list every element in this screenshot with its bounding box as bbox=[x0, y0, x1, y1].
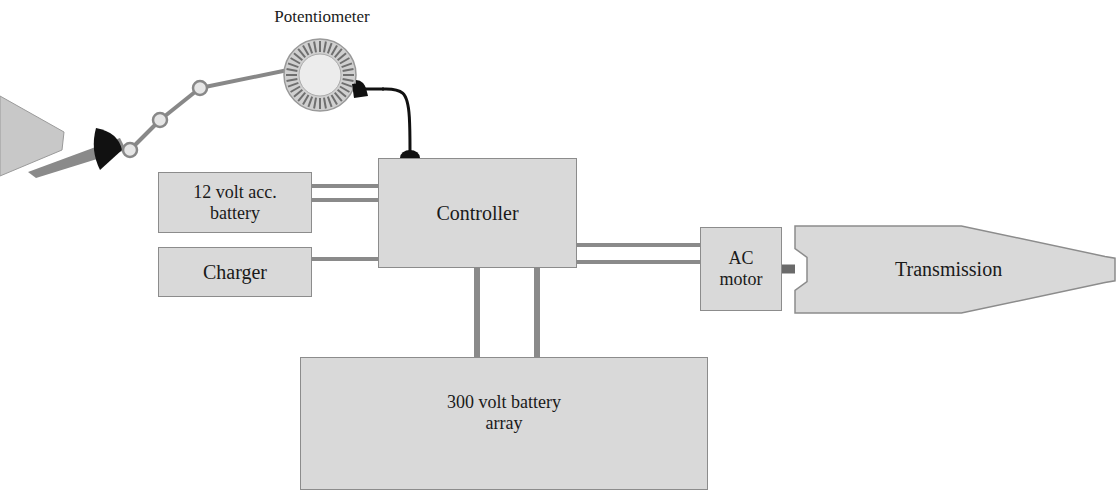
tick-mark bbox=[294, 90, 302, 97]
tick-mark bbox=[332, 95, 338, 105]
connector bbox=[477, 268, 537, 357]
tick-mark bbox=[288, 83, 298, 87]
tick-mark bbox=[332, 46, 338, 56]
tick-mark bbox=[342, 83, 352, 87]
tick-mark bbox=[303, 95, 309, 105]
connector bbox=[577, 245, 700, 262]
battery-array-box: 300 volt battery array bbox=[300, 357, 708, 490]
tick-mark bbox=[343, 69, 354, 71]
tick-mark bbox=[343, 79, 354, 81]
node-text: Charger bbox=[203, 261, 267, 284]
node-text: 12 volt acc. battery bbox=[176, 182, 294, 223]
wire bbox=[312, 184, 378, 188]
cable-stub bbox=[364, 88, 384, 91]
tick-mark bbox=[343, 74, 354, 76]
tick-mark bbox=[314, 98, 316, 109]
tick-mark bbox=[291, 87, 301, 93]
tick-mark bbox=[308, 43, 312, 53]
wire bbox=[577, 243, 700, 247]
node-text: Transmission bbox=[895, 258, 1002, 281]
tick-mark bbox=[287, 69, 298, 71]
node-text: 300 volt battery array bbox=[439, 392, 569, 433]
potentiometer-body bbox=[284, 39, 356, 111]
tick-mark bbox=[338, 90, 346, 97]
potentiometer-knob bbox=[299, 54, 341, 96]
node-text: AC motor bbox=[710, 248, 772, 289]
tick-mark bbox=[303, 46, 309, 56]
tick-mark bbox=[287, 79, 298, 81]
controller-box: Controller bbox=[378, 158, 577, 268]
transmission-body bbox=[795, 226, 1115, 313]
potentiometer-label: Potentiometer bbox=[262, 3, 382, 113]
linkage-rod bbox=[200, 70, 288, 88]
wire bbox=[782, 265, 795, 274]
wire bbox=[312, 198, 378, 202]
linkage-joint bbox=[153, 113, 167, 127]
wire bbox=[474, 268, 480, 357]
connector bbox=[312, 259, 378, 260]
tick-mark bbox=[298, 49, 305, 57]
linkage-joint bbox=[123, 143, 137, 157]
linkage-joint bbox=[193, 81, 207, 95]
connector bbox=[782, 269, 795, 270]
charger-box: Charger bbox=[158, 247, 312, 297]
tick-mark bbox=[335, 49, 342, 57]
transmission-shape: Transmission bbox=[795, 226, 1115, 313]
tick-mark bbox=[286, 74, 297, 76]
motor-box: AC motor bbox=[700, 227, 782, 311]
wire bbox=[534, 268, 540, 357]
tick-mark bbox=[335, 93, 342, 101]
tick-mark bbox=[324, 42, 326, 53]
tick-mark bbox=[324, 98, 326, 109]
tick-mark bbox=[291, 58, 301, 64]
wire bbox=[577, 260, 700, 264]
tick-mark bbox=[294, 53, 302, 60]
pedal-pad bbox=[94, 128, 122, 170]
cable-plug bbox=[400, 150, 420, 158]
tick-mark bbox=[342, 63, 352, 67]
tick-mark bbox=[328, 43, 332, 53]
tick-mark bbox=[340, 87, 350, 93]
tick-mark bbox=[340, 58, 350, 64]
wire bbox=[312, 257, 378, 261]
potentiometer-terminal bbox=[352, 84, 368, 99]
tick-mark bbox=[319, 98, 321, 109]
connector bbox=[382, 89, 420, 158]
wire bbox=[382, 89, 410, 158]
tick-mark bbox=[338, 53, 346, 60]
potentiometer-ticks bbox=[286, 41, 354, 109]
battery-box: 12 volt acc. battery bbox=[158, 172, 312, 233]
tick-mark bbox=[288, 63, 298, 67]
tick-mark bbox=[319, 41, 321, 52]
tick-mark bbox=[308, 97, 312, 107]
node-text: Controller bbox=[436, 202, 518, 225]
tick-mark bbox=[314, 42, 316, 53]
tick-mark bbox=[328, 97, 332, 107]
tick-mark bbox=[298, 93, 305, 101]
node-text: Potentiometer bbox=[274, 7, 369, 27]
connector bbox=[312, 186, 378, 200]
